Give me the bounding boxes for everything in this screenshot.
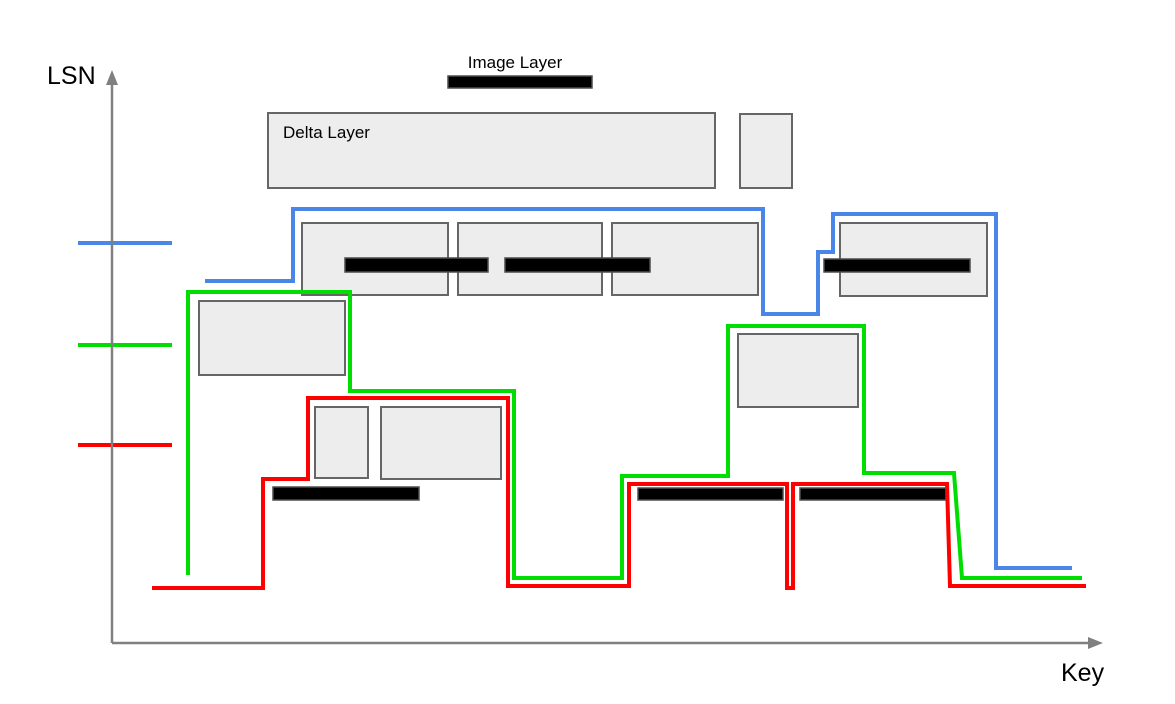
blue-lsn-line	[205, 207, 1072, 570]
image-layer-bar-row1-b	[504, 257, 651, 273]
lsn-axis-label: LSN	[47, 62, 96, 90]
green-lsn-line	[186, 290, 1082, 580]
image-layer-bar-row1-right	[823, 258, 971, 273]
image-layer-bar-bottom-left	[272, 486, 420, 501]
red-lsn-line	[152, 396, 1086, 590]
image-layer-legend-bar	[447, 75, 593, 89]
image-layer-bar-bottom-mid	[637, 487, 784, 501]
delta-layer-box-left	[198, 300, 346, 376]
delta-layer-legend-box	[267, 112, 716, 189]
x-axis-arrowhead	[1088, 637, 1103, 649]
delta-layer-label: Delta Layer	[283, 123, 370, 142]
delta-layer-box-right-lower	[737, 333, 859, 408]
delta-layer-box-mid-small	[314, 406, 369, 479]
delta-layer-box-mid-wide	[380, 406, 502, 480]
delta-layer-box-top-small	[739, 113, 793, 189]
key-axis-label: Key	[1061, 659, 1105, 687]
image-layer-bar-row1-a	[344, 257, 489, 273]
image-layer-bar-bottom-right	[799, 487, 947, 501]
y-axis-arrowhead	[106, 70, 118, 85]
image-layer-label: Image Layer	[467, 53, 563, 72]
